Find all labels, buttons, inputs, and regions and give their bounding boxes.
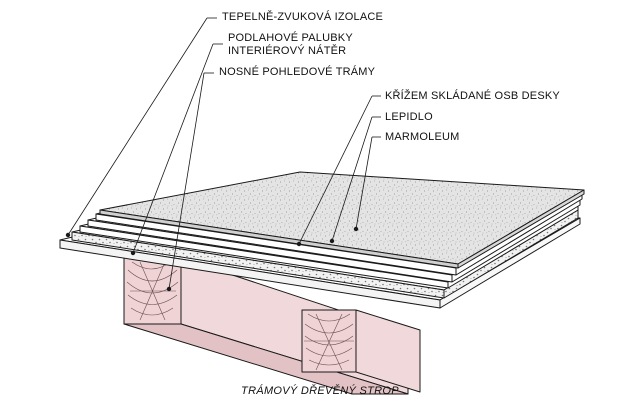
label-osb: KŘÍŽEM SKLÁDANÉ OSB DESKY: [385, 90, 560, 102]
label-beams: NOSNÉ POHLEDOVÉ TRÁMY: [219, 66, 376, 78]
leader-dots: [65, 226, 359, 292]
label-marmoleum: MARMOLEUM: [385, 131, 460, 143]
label-glue: LEPIDLO: [385, 111, 433, 123]
label-floorboards: PODLAHOVÉ PALUBKY: [228, 32, 353, 44]
marmoleum-layer: [99, 171, 585, 269]
label-interior-coating: INTERIÉROVÝ NÁTĚR: [228, 45, 347, 57]
leader-lines: [67, 17, 381, 290]
label-insulation: TEPELNĚ-ZVUKOVÁ IZOLACE: [222, 11, 384, 23]
diagram-caption: TRÁMOVÝ DŘEVĚNÝ STROP: [241, 385, 399, 397]
beam-right: [301, 309, 421, 393]
